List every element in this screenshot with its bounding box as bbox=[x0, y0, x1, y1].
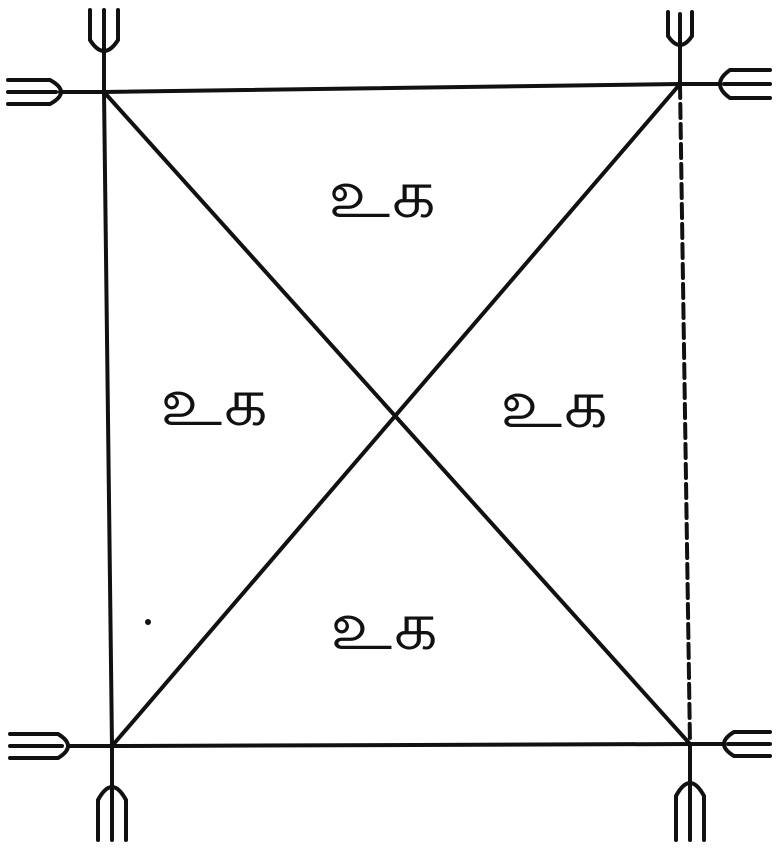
label-top: உக bbox=[328, 161, 437, 229]
label-left: உக bbox=[160, 369, 269, 437]
trident-icon-top-right-up bbox=[668, 12, 692, 84]
frame-bottom-line bbox=[112, 744, 690, 746]
label-right: உக bbox=[500, 371, 609, 439]
label-bottom: உக bbox=[330, 593, 439, 661]
trident-icon-bottom-right-right bbox=[690, 732, 770, 756]
frame-left-line bbox=[104, 92, 112, 746]
trident-icon-top-left-up bbox=[90, 10, 118, 92]
frame-right-line bbox=[680, 84, 690, 744]
trident-icon-bottom-left-left bbox=[10, 734, 112, 758]
trident-icon-top-left-left bbox=[8, 80, 104, 104]
frame-top-line bbox=[104, 84, 680, 92]
ink-dot bbox=[145, 619, 151, 625]
trident-icon-top-right-right bbox=[680, 70, 770, 98]
trident-icon-bottom-right-down bbox=[676, 744, 704, 840]
trident-icon-bottom-left-down bbox=[98, 746, 126, 840]
